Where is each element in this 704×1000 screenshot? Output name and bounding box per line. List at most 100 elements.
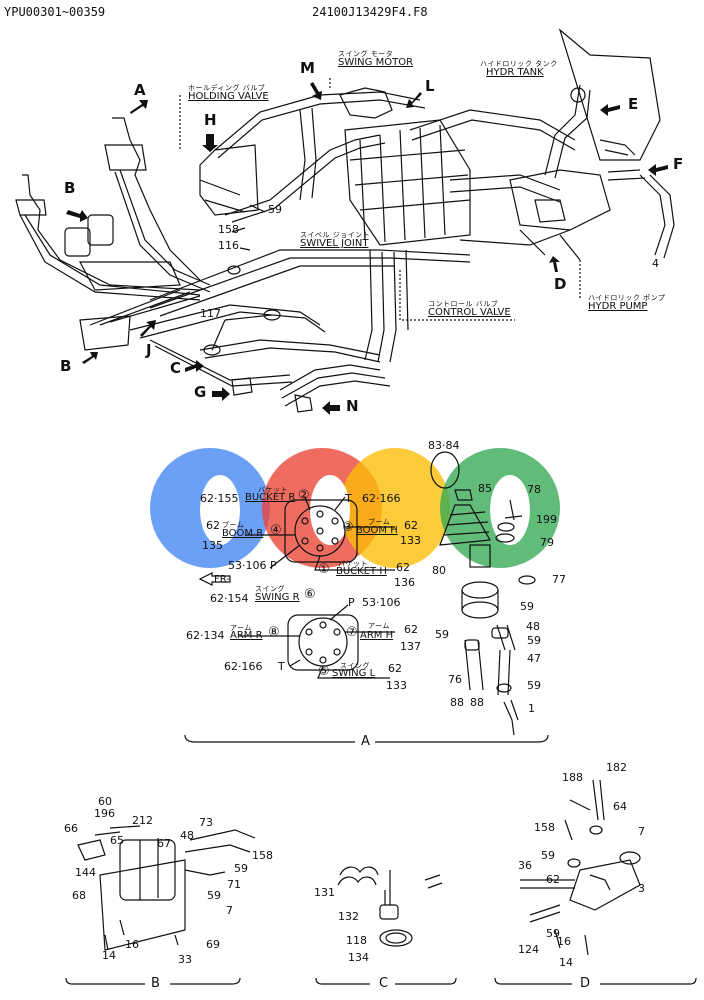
detail-b-title: B [151, 976, 160, 991]
bucket-r-label: BUCKET R [245, 492, 296, 503]
watermark-g-hole [310, 475, 350, 545]
boom-r-pre: 62 [206, 519, 220, 532]
t-port-ref: 62·166 [362, 492, 401, 505]
holding-valve-label-jp: ホールディング バルブ [188, 84, 266, 92]
part-83-84: 83·84 [428, 439, 460, 452]
part-59-a2: 59 [435, 628, 449, 641]
part-48-a: 48 [526, 620, 540, 633]
swing-motor-label-jp: スイング モータ [338, 50, 394, 58]
swing-l-ref-2: 133 [386, 679, 407, 692]
part-59-top: 59 [268, 203, 282, 216]
part-158-b: 158 [252, 849, 273, 862]
holding-valve-label: HOLDING VALVE [188, 91, 269, 102]
detail-c-title: C [379, 976, 389, 991]
part-16-d: 16 [557, 935, 571, 948]
part-124: 124 [518, 943, 539, 956]
control-valve-label: CONTROL VALVE [428, 307, 511, 318]
boom-h-label-jp: ブーム [368, 518, 391, 526]
part-188: 188 [562, 771, 583, 784]
part-64: 64 [613, 800, 627, 813]
arm-h-ref-2: 137 [400, 640, 421, 653]
part-78: 78 [527, 483, 541, 496]
callout-b-lower: B [60, 357, 72, 375]
part-60: 60 [98, 795, 112, 808]
bucket-r-port-num: ② [298, 488, 310, 503]
hydr-pump-label-jp: ハイドロリック ポンプ [588, 294, 666, 302]
swing-l-ref-1: 62 [388, 662, 402, 675]
detail-a-title: A [361, 734, 370, 749]
part-73: 73 [199, 816, 213, 829]
part-196: 196 [94, 807, 115, 820]
part-59-a4: 59 [527, 679, 541, 692]
part-131: 131 [314, 886, 335, 899]
part-158-d: 158 [534, 821, 555, 834]
part-59-d1: 59 [541, 849, 555, 862]
bucket-h-port-num: ① [318, 562, 330, 577]
callout-l: L [425, 77, 435, 95]
part-199: 199 [536, 513, 557, 526]
p-port-1-ref: 53·106 [228, 559, 267, 572]
p-port-1-label: P [270, 559, 277, 572]
part-182: 182 [606, 761, 627, 774]
part-158-top: 158 [218, 223, 239, 236]
part-59-b2: 59 [207, 889, 221, 902]
t-port-2-label: T [278, 660, 285, 673]
boom-h-port-num: ③ [342, 520, 354, 535]
arm-r-port-num: ⑧ [268, 625, 280, 640]
swivel-joint-label-jp: スイベル ジョイント [300, 231, 371, 239]
part-79: 79 [540, 536, 554, 549]
p-port-2-label: P [348, 596, 355, 609]
part-16-b: 16 [125, 938, 139, 951]
part-88-a1: 88 [450, 696, 464, 709]
swing-l-label-jp: スイング [340, 662, 370, 670]
part-132: 132 [338, 910, 359, 923]
part-118: 118 [346, 934, 367, 947]
watermark-c2-hole [490, 475, 530, 545]
callout-a: A [134, 81, 146, 99]
part-59-a3: 59 [527, 634, 541, 647]
callout-d: D [554, 275, 567, 293]
part-7-b: 7 [226, 904, 233, 917]
front-direction-label: FR- [214, 574, 230, 585]
part-4-top: 4 [652, 257, 659, 270]
part-1: 1 [528, 702, 535, 715]
part-7-d: 7 [638, 825, 645, 838]
callout-e: E [628, 95, 639, 113]
part-134: 134 [348, 951, 369, 964]
part-71: 71 [227, 878, 241, 891]
part-67: 67 [157, 837, 171, 850]
arm-r-ref: 62·134 [186, 629, 225, 642]
part-116-top: 116 [218, 239, 239, 252]
part-212: 212 [132, 814, 153, 827]
callout-b-upper: B [64, 179, 76, 197]
swing-r-ref: 62·154 [210, 592, 249, 605]
callout-m: M [300, 59, 315, 77]
part-144: 144 [75, 866, 96, 879]
part-59-b1: 59 [234, 862, 248, 875]
bucket-r-label-jp: バケット [258, 486, 288, 494]
part-3: 3 [638, 882, 645, 895]
part-65: 65 [110, 834, 124, 847]
part-14-b: 14 [102, 949, 116, 962]
part-68: 68 [72, 889, 86, 902]
boom-r-port-num: ④ [270, 523, 282, 538]
callout-n: N [346, 397, 359, 415]
arm-h-ref-1: 62 [404, 623, 418, 636]
boom-r-label-jp: ブーム [222, 521, 245, 529]
part-76: 76 [448, 673, 462, 686]
drawing-number: 24100J13429F4.F8 [312, 5, 428, 19]
arm-r-label-jp: アーム [230, 624, 252, 632]
part-48-b: 48 [180, 829, 194, 842]
part-77: 77 [552, 573, 566, 586]
bucket-h-ref-2: 136 [394, 576, 415, 589]
part-62-d: 62 [546, 873, 560, 886]
callout-j: J [146, 341, 152, 359]
hydr-tank-label-jp: ハイドロリック タンク [480, 60, 558, 68]
callout-g: G [194, 383, 207, 401]
bucket-r-ref: 62·155 [200, 492, 239, 505]
hydr-tank-label: HYDR TANK [486, 67, 544, 78]
callout-c: C [170, 359, 182, 377]
boom-r-ref: 135 [202, 539, 223, 552]
arm-h-port-num: ⑦ [346, 625, 358, 640]
